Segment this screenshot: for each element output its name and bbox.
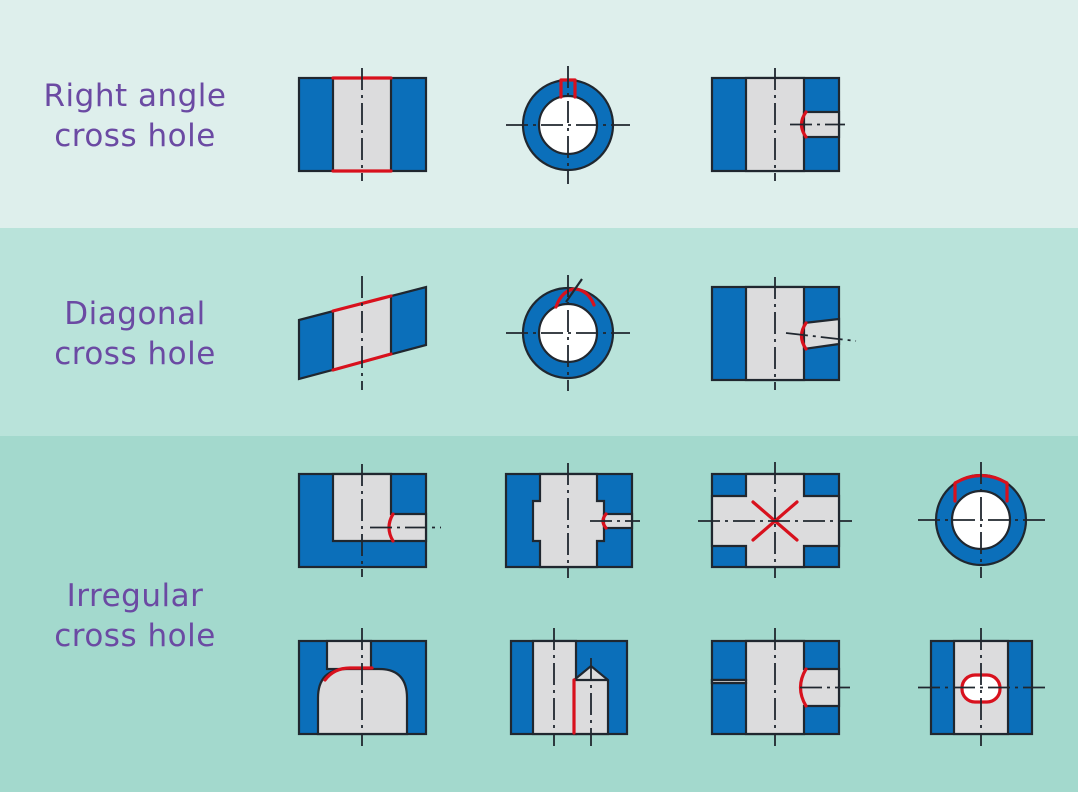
irregular-drill-point-section: [509, 628, 629, 746]
irregular-domed-section: [297, 628, 428, 746]
irregular-cross-intersection: [698, 462, 852, 578]
diagonal-ring-section: [506, 275, 630, 391]
right-angle-cross-hole-label: Right angle cross hole: [43, 78, 227, 154]
diagonal-cross-hole-label: Diagonal cross hole: [54, 296, 216, 372]
right-angle-ring-section: [506, 66, 630, 184]
right-angle-side-section: [297, 68, 428, 181]
irregular-cross-hole-label: Irregular cross hole: [54, 578, 216, 654]
irregular-stepped-bore: [504, 463, 640, 578]
diagonal-parallelogram-section: [297, 276, 428, 390]
irregular-l-section: [297, 464, 441, 577]
irregular-oval-hole-section: [918, 628, 1046, 746]
irregular-ring-section: [918, 462, 1046, 578]
irregular-offset-side-hole: [710, 628, 850, 746]
diagonal-side-cross-hole: [710, 277, 857, 390]
right-angle-side-cross-hole: [710, 68, 845, 181]
